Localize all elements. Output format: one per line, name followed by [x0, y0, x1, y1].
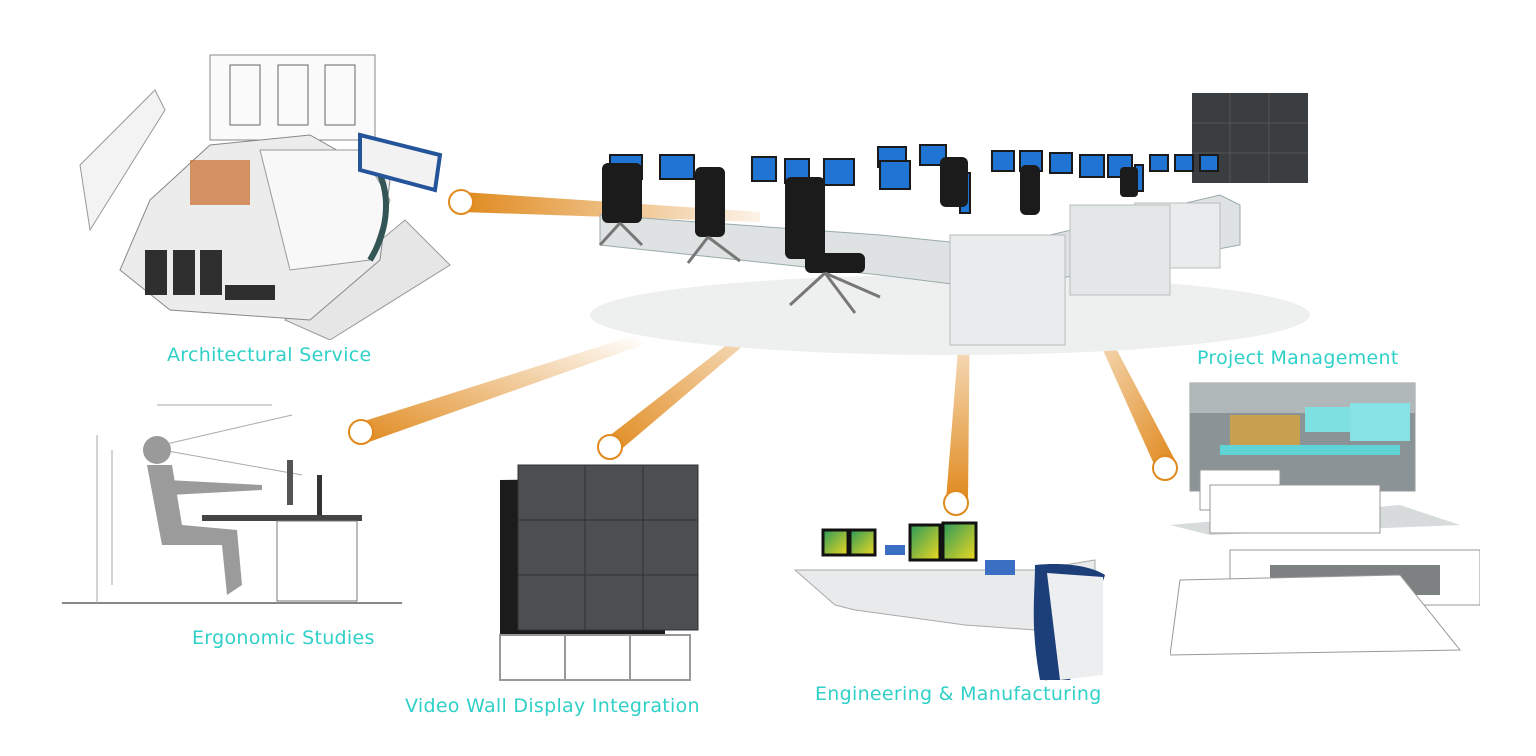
- control-room-consoles-image: [590, 93, 1310, 355]
- node-label-ergonomic: Ergonomic Studies: [192, 627, 375, 649]
- ergonomic-drawing-image: [62, 404, 402, 604]
- node-label-engineering: Engineering & Manufacturing: [815, 683, 1102, 705]
- node-label-project: Project Management: [1197, 347, 1399, 369]
- videowall-image: [499, 464, 699, 681]
- beam-ergonomic: [348, 335, 642, 445]
- project-management-image: [1170, 382, 1480, 656]
- engineering-console-image: [793, 521, 1105, 681]
- architectural-model-image: [79, 54, 451, 340]
- node-label-architectural: Architectural Service: [167, 344, 372, 366]
- node-label-videowall: Video Wall Display Integration: [405, 695, 700, 717]
